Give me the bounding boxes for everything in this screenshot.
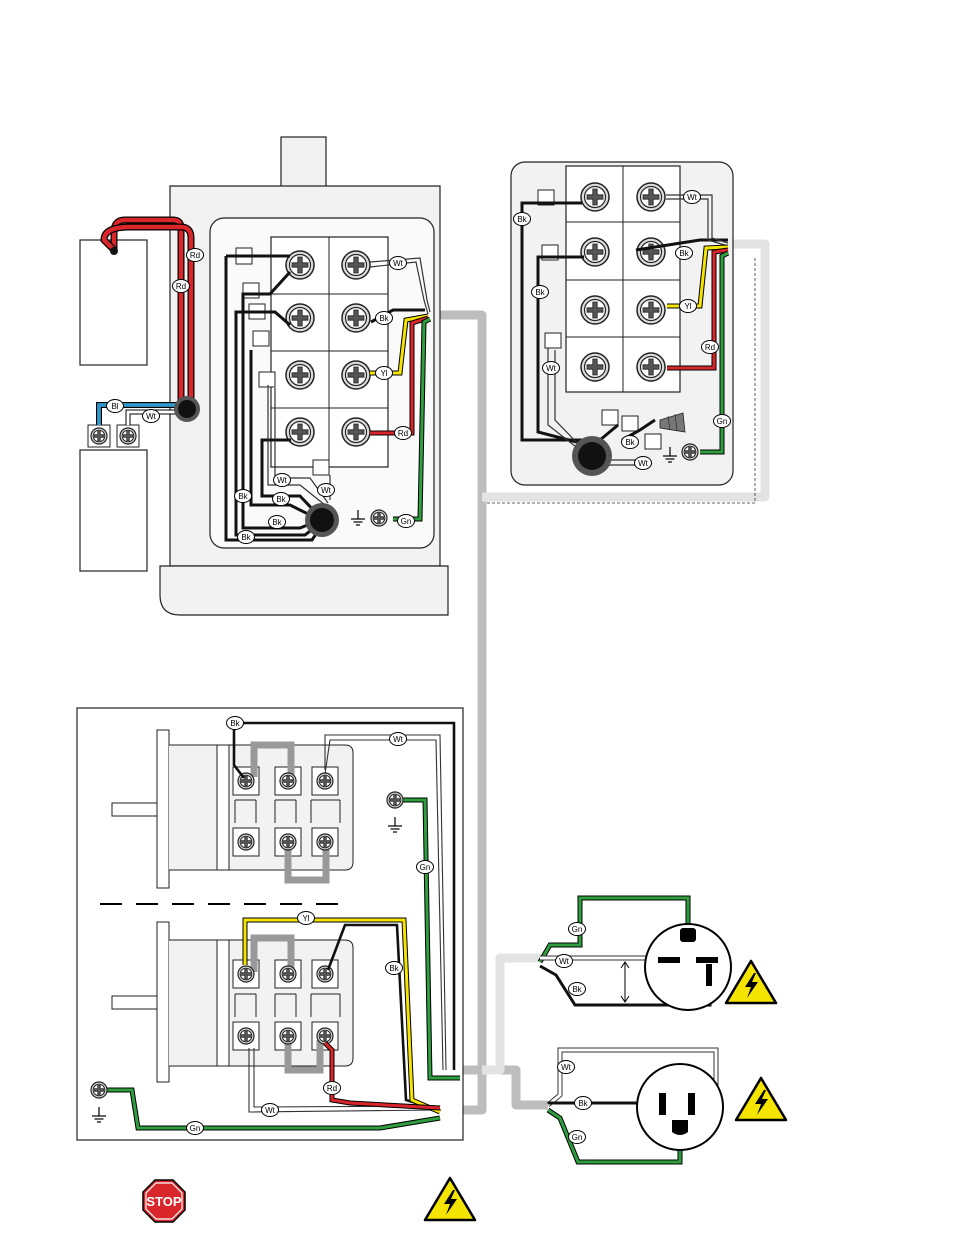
wire-label-text: Wt bbox=[146, 412, 157, 421]
wire-label-text: Bk bbox=[625, 438, 635, 447]
wire-label-text: Gn bbox=[717, 417, 728, 426]
wire-label-black: Bk bbox=[569, 983, 586, 996]
wire-label-black: Bk bbox=[622, 436, 639, 449]
wire-label-text: Gn bbox=[572, 925, 583, 934]
wire-label-yellow: Yl bbox=[680, 300, 697, 313]
wire-label-text: Rd bbox=[190, 251, 200, 260]
grommet-control bbox=[305, 503, 339, 537]
wire-label-text: Wt bbox=[277, 476, 288, 485]
wire-label-text: Gn bbox=[420, 863, 431, 872]
wire-label-green: Gn bbox=[187, 1122, 204, 1135]
wire-label-black: Bk bbox=[227, 717, 244, 730]
wire-label-text: Bk bbox=[272, 518, 282, 527]
wire-label-text: Wt bbox=[546, 364, 557, 373]
wire-label-text: Rd bbox=[705, 343, 715, 352]
wire-label-white: Wt bbox=[274, 474, 291, 487]
run-capacitor bbox=[80, 425, 147, 571]
wire-label-black: Bk bbox=[273, 493, 290, 506]
wire-label-white: Wt bbox=[143, 410, 160, 423]
wire-label-text: Bk bbox=[230, 719, 240, 728]
warning-triangle-icon bbox=[726, 961, 776, 1003]
switch-box bbox=[511, 162, 733, 485]
wire-label-black: Bk bbox=[514, 213, 531, 226]
wire-label-green: Gn bbox=[417, 861, 434, 874]
wire-label-text: Wt bbox=[561, 1063, 572, 1072]
grommet-left bbox=[174, 396, 200, 422]
grommet-switch bbox=[572, 436, 612, 476]
stop-sign-icon: STOP bbox=[143, 1180, 185, 1222]
wire-label-red: Rd bbox=[702, 341, 719, 354]
wire-label-white: Wt bbox=[635, 457, 652, 470]
wire-label-text: Wt bbox=[559, 957, 570, 966]
wire-label-text: Wt bbox=[687, 193, 698, 202]
wire-label-red: Rd bbox=[173, 280, 190, 293]
wire-label-text: Wt bbox=[393, 259, 404, 268]
wire-label-black: Bk bbox=[238, 531, 255, 544]
wire-label-text: Gn bbox=[190, 1124, 201, 1133]
wire-label-text: Yl bbox=[302, 914, 309, 923]
wire-label-green: Gn bbox=[714, 415, 731, 428]
wire-label-text: Gn bbox=[401, 517, 412, 526]
wire-label-green: Gn bbox=[569, 1131, 586, 1144]
plug-lower bbox=[637, 1064, 723, 1150]
wire-label-white: Wt bbox=[390, 733, 407, 746]
wire-label-white: Wt bbox=[558, 1061, 575, 1074]
wire-label-text: Bk bbox=[238, 492, 248, 501]
wire-label-text: Bk bbox=[679, 249, 689, 258]
wire-label-text: Bl bbox=[111, 402, 118, 411]
wire-label-black: Bk bbox=[376, 312, 393, 325]
wire-label-black: Bk bbox=[575, 1097, 592, 1110]
wire-label-text: Wt bbox=[393, 735, 404, 744]
wire-label-text: Rd bbox=[398, 429, 408, 438]
wire-label-text: Gn bbox=[572, 1133, 583, 1142]
wire-label-black: Bk bbox=[269, 516, 286, 529]
wire-label-black: Bk bbox=[532, 286, 549, 299]
wire-label-white: Wt bbox=[262, 1104, 279, 1117]
warning-triangle-icon bbox=[736, 1078, 786, 1120]
wire-label-black: Bk bbox=[386, 962, 403, 975]
wire-label-text: Rd bbox=[327, 1084, 337, 1093]
wire-label-text: Rd bbox=[176, 282, 186, 291]
wire-label-text: Bk bbox=[389, 964, 399, 973]
start-capacitor bbox=[80, 240, 147, 365]
wire-label-red: Rd bbox=[187, 249, 204, 262]
warning-triangle-icon bbox=[425, 1178, 475, 1220]
wire-label-white: Wt bbox=[556, 955, 573, 968]
wire-label-text: Bk bbox=[379, 314, 389, 323]
wire-label-green: Gn bbox=[569, 923, 586, 936]
wire-label-white: Wt bbox=[543, 362, 560, 375]
wire-label-blue: Bl bbox=[107, 400, 124, 413]
wire-label-text: Bk bbox=[578, 1099, 588, 1108]
wire-label-text: Bk bbox=[517, 215, 527, 224]
plug-upper bbox=[645, 924, 731, 1010]
wire-label-text: Wt bbox=[638, 459, 649, 468]
wire-label-yellow: Yl bbox=[298, 912, 315, 925]
wire-label-text: Yl bbox=[684, 302, 691, 311]
wire-label-green: Gn bbox=[398, 515, 415, 528]
wire-label-black: Bk bbox=[676, 247, 693, 260]
wire-label-black: Bk bbox=[235, 490, 252, 503]
wire-label-white: Wt bbox=[318, 484, 335, 497]
wire-label-white: Wt bbox=[390, 257, 407, 270]
wire-label-red: Rd bbox=[324, 1082, 341, 1095]
wire-label-text: Wt bbox=[265, 1106, 276, 1115]
wire-label-white: Wt bbox=[684, 191, 701, 204]
wire-label-text: Bk bbox=[276, 495, 286, 504]
wire-label-text: Wt bbox=[321, 486, 332, 495]
wire-label-yellow: Yl bbox=[376, 367, 393, 380]
wire-label-text: Bk bbox=[535, 288, 545, 297]
wire-label-text: Yl bbox=[380, 369, 387, 378]
stop-sign-text: STOP bbox=[146, 1194, 181, 1209]
wire-label-red: Rd bbox=[395, 427, 412, 440]
wire-label-text: Bk bbox=[572, 985, 582, 994]
wire-label-text: Bk bbox=[241, 533, 251, 542]
